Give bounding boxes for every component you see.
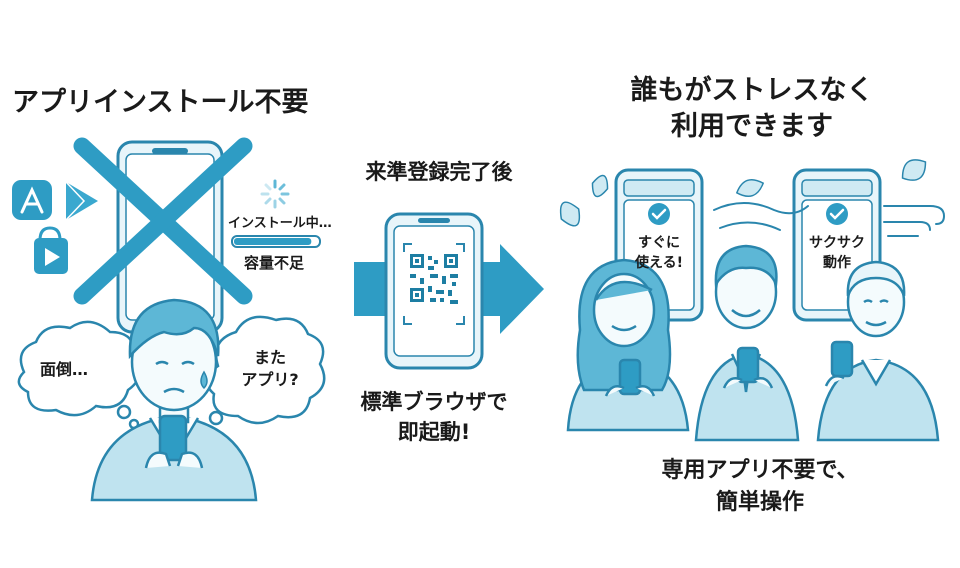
install-progress-label: インストール中… [228, 216, 332, 231]
install-progress-bar [231, 235, 321, 248]
right-caption-line2: 簡単操作 [715, 490, 804, 515]
person-man [694, 244, 800, 442]
person-elder [816, 260, 940, 442]
app-store-icon [12, 180, 52, 220]
progress-fill [234, 238, 312, 245]
feather-icon [559, 159, 927, 227]
storage-warning-label: 容量不足 [244, 254, 305, 272]
shopping-bag-play-icon [34, 226, 68, 274]
check-icon [648, 203, 670, 225]
person-woman [566, 258, 690, 432]
phone-left-line1: すぐに [638, 235, 680, 251]
middle-title: 来準登録完了後 [365, 160, 513, 184]
wind-icon [713, 202, 946, 237]
loading-spinner-icon [260, 179, 290, 209]
left-title: アプリインストール不要 [12, 87, 309, 118]
phone-left-line2: 使える! [635, 255, 683, 271]
middle-caption-line1: 標準ブラウザで [360, 390, 508, 414]
right-title-line2: 利用できます [671, 111, 833, 142]
phone-right-line2: 動作 [823, 255, 851, 271]
big-x-mark [73, 137, 253, 305]
bubble-right-line1: また [253, 348, 286, 367]
check-icon [826, 203, 848, 225]
worried-person [90, 298, 258, 502]
right-title-line1: 誰もがストレスなく [630, 75, 874, 106]
qr-code-icon [410, 254, 458, 304]
play-store-icon [65, 181, 98, 221]
right-caption-line1: 専用アプリ不要で、 [661, 458, 859, 483]
bubble-left-text: 面倒… [40, 360, 89, 379]
phone-right-line1: サクサク [809, 235, 865, 251]
bubble-right-line2: アプリ? [241, 370, 299, 389]
qr-phone [384, 212, 484, 370]
middle-caption-line2: 即起動! [397, 420, 471, 444]
